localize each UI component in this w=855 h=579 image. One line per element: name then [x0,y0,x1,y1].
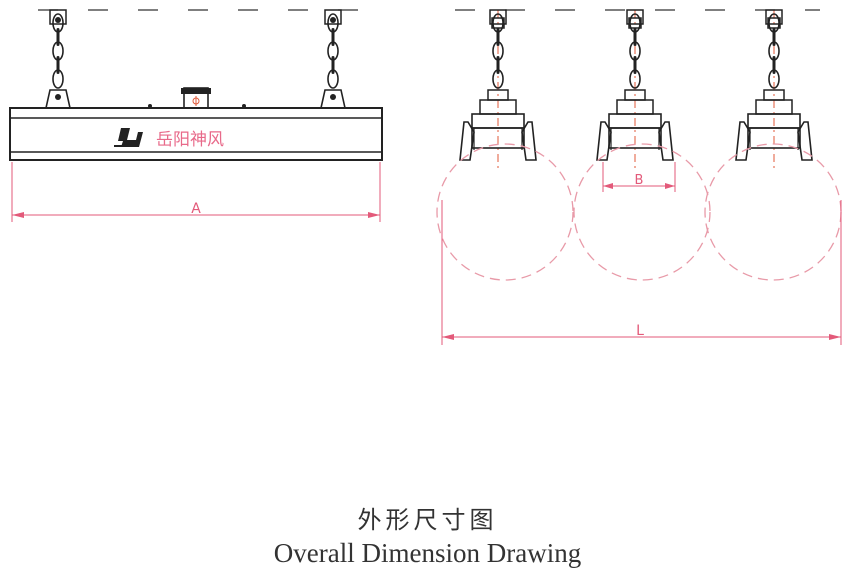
load-circles [436,143,842,281]
magnet-body [9,104,383,161]
caption-english: Overall Dimension Drawing [273,538,582,568]
load-circle-1 [436,143,574,281]
side-unit-1 [459,9,537,170]
brand-logo [114,128,143,147]
load-circle-2 [573,143,711,281]
front-view: 岳阳神风 A [9,9,383,222]
load-circle-3 [704,143,842,281]
left-chain [45,9,71,109]
brand-text: 岳阳神风 [156,130,224,150]
dimension-a-label: A [191,201,201,217]
dimension-l [441,200,842,345]
dimension-b-label: B [635,173,644,188]
caption-chinese: 外形尺寸图 [357,506,498,534]
dimension-b [602,162,676,192]
side-unit-2 [596,9,674,170]
right-chain [320,9,346,109]
side-view: B L [436,9,842,345]
junction-box [181,87,211,109]
dimension-a [11,162,381,222]
dimension-l-label: L [636,323,644,339]
side-unit-3 [735,9,813,170]
